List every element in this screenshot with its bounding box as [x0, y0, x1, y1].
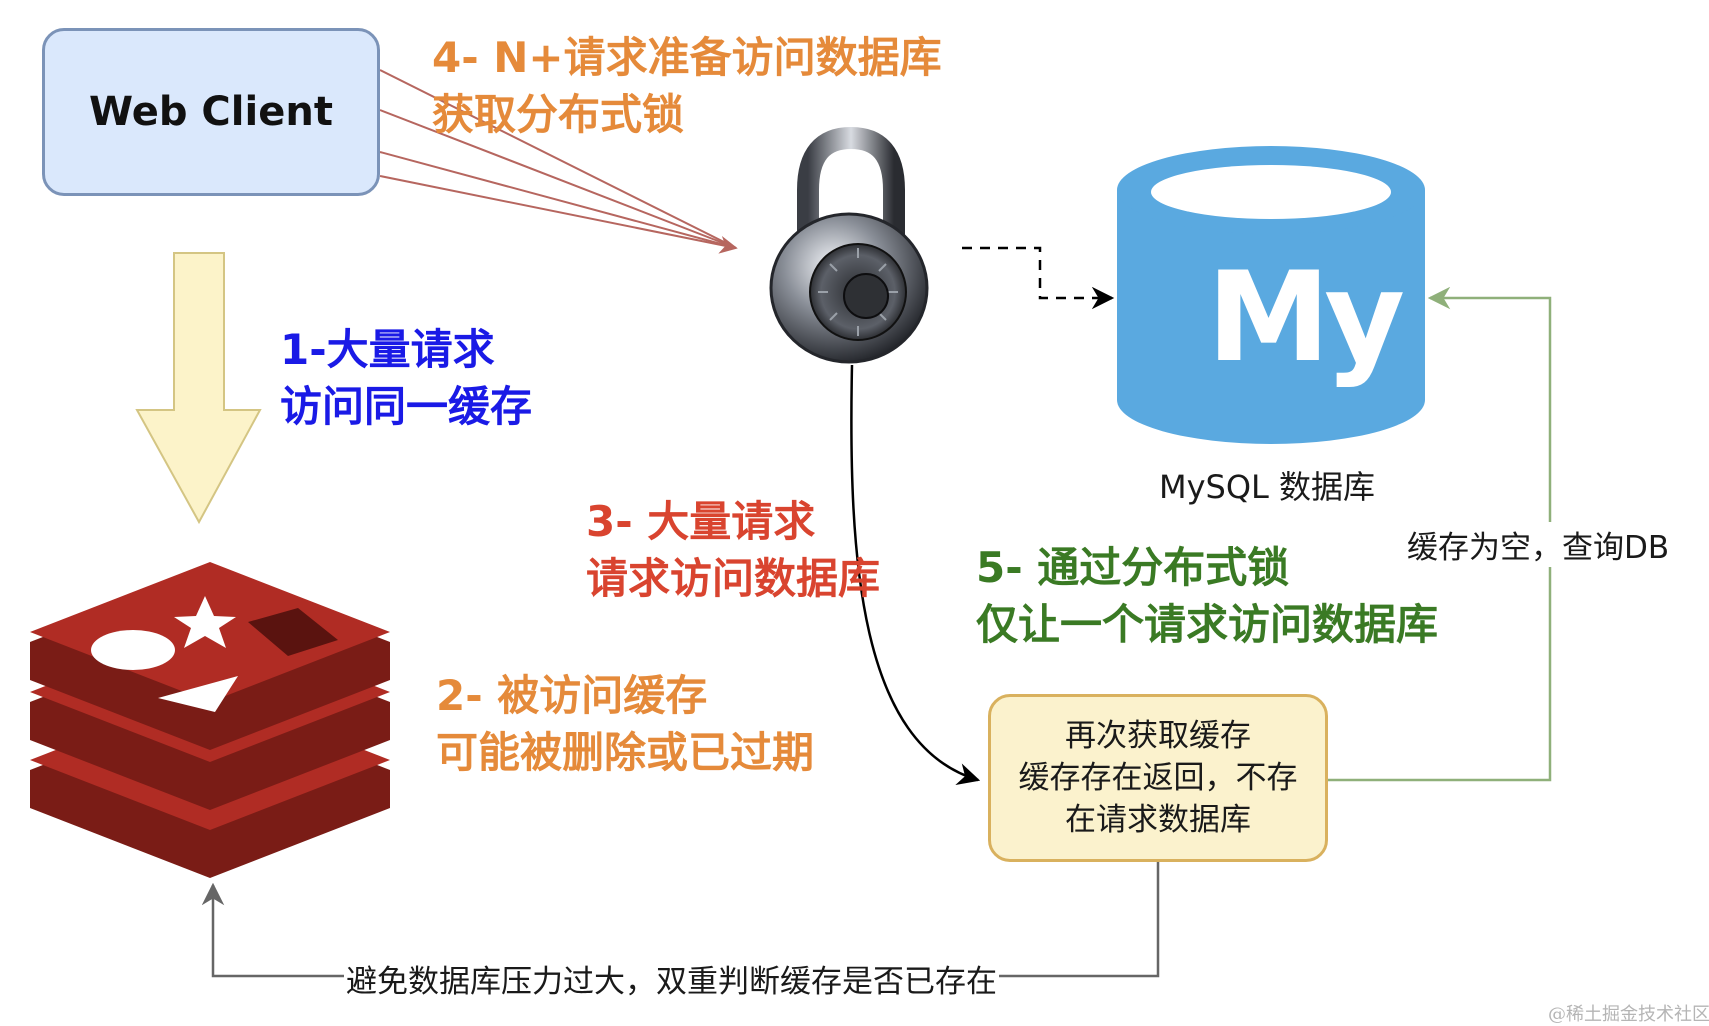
step-1-line-2: 访问同一缓存	[280, 381, 533, 431]
mysql-logo: My	[1207, 246, 1403, 390]
lock-icon	[769, 126, 929, 364]
mysql-label: MySQL 数据库	[1159, 468, 1376, 506]
step-4-line-2: 获取分布式锁	[432, 89, 685, 139]
step-2-line-2: 可能被删除或已过期	[436, 727, 815, 777]
step-4-line-1: 4- N+请求准备访问数据库	[432, 33, 942, 82]
step-3-label: 3- 大量请求 请求访问数据库	[586, 494, 880, 607]
step-3-line-1: 3- 大量请求	[586, 497, 816, 546]
step-5-label: 5- 通过分布式锁 仅让一个请求访问数据库	[976, 540, 1438, 653]
step-5-line-1: 5- 通过分布式锁	[976, 543, 1290, 592]
cache-empty-label: 缓存为空，查询DB	[1407, 522, 1670, 567]
dashed-arrow	[962, 246, 1115, 310]
request-arrows	[379, 69, 738, 254]
step-1-line-1: 1-大量请求	[280, 325, 495, 374]
web-client-label: Web Client	[89, 89, 333, 135]
request-arrow-1	[379, 69, 737, 249]
redis-icon	[30, 562, 390, 878]
fetch-line-1: 再次获取缓存	[1065, 717, 1251, 754]
request-arrow-3	[379, 151, 737, 249]
step-2-line-1: 2- 被访问缓存	[436, 671, 708, 720]
fetch-line-2: 缓存存在返回，不存	[1018, 759, 1298, 796]
step-3-line-2: 请求访问数据库	[586, 553, 881, 603]
step-1-label: 1-大量请求 访问同一缓存	[280, 322, 532, 435]
request-arrow-4	[379, 175, 738, 254]
curve-arrow	[850, 364, 981, 785]
step-4-label: 4- N+请求准备访问数据库 获取分布式锁	[432, 30, 942, 143]
web-client-box: Web Client	[42, 28, 380, 196]
double-check-label: 避免数据库压力过大，双重判断缓存是否已存在	[344, 956, 999, 1001]
fetch-cache-box: 再次获取缓存 缓存存在返回，不存 在请求数据库	[988, 694, 1328, 862]
watermark: @稀土掘金技术社区	[1548, 1004, 1709, 1025]
request-arrow-2	[379, 109, 737, 249]
fetch-line-3: 在请求数据库	[1065, 802, 1251, 839]
mysql-database-icon	[1117, 146, 1425, 444]
down-arrow	[135, 252, 262, 525]
step-5-line-2: 仅让一个请求访问数据库	[976, 599, 1439, 649]
step-2-label: 2- 被访问缓存 可能被删除或已过期	[436, 668, 814, 781]
